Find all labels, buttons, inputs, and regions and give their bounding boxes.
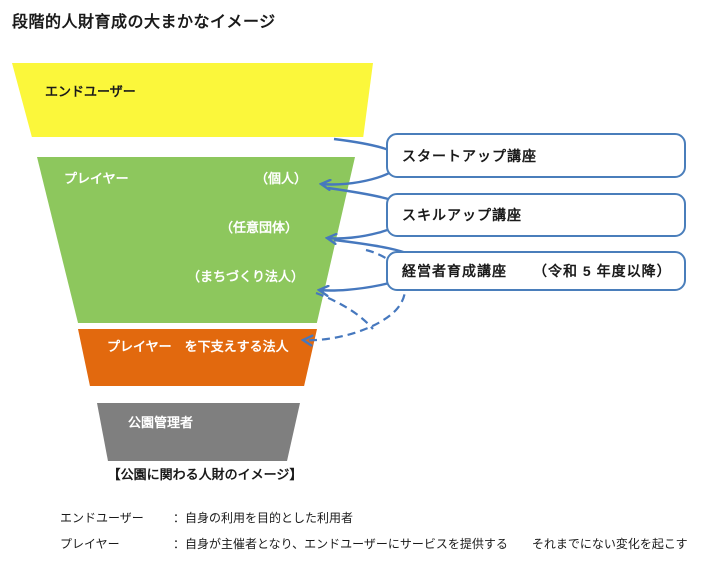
player-label: プレイヤー (64, 171, 129, 186)
funnel-caption: 【公園に関わる人財のイメージ】 (107, 467, 303, 482)
funnel-band-player: プレイヤー （個人） （任意団体） （まちづくり法人） (37, 157, 355, 323)
dashed-branch-curve (315, 291, 374, 330)
legend-row-end-user: エンドユーザー ：自身の利用を目的とした利用者 (60, 509, 688, 526)
page-title: 段階的人財育成の大まかなイメージ (12, 14, 276, 31)
course-box-management-training: 経営者育成講座 （令和 5 年度以降） (386, 251, 686, 291)
legend-definition-end-user: ：自身の利用を目的とした利用者 (173, 511, 354, 525)
legend-term-end-user: エンドユーザー (60, 511, 144, 525)
legend-definition-player: ：自身が主催者となり、エンドユーザーにサービスを提供する それまでにない変化を起… (173, 537, 688, 551)
funnel-band-support-corp: プレイヤー を下支えする法人 (78, 329, 317, 386)
funnel-band-park-manager: 公園管理者 (97, 403, 300, 461)
player-sub-voluntary-group: （任意団体） (220, 220, 299, 235)
support-corp-label: プレイヤー を下支えする法人 (107, 339, 289, 354)
course-management-label: 経営者育成講座 (402, 263, 507, 279)
funnel-band-end-user: エンドユーザー (12, 63, 373, 137)
end-user-label: エンドユーザー (45, 84, 136, 99)
course-box-skillup: スキルアップ講座 (386, 193, 686, 237)
legend: エンドユーザー ：自身の利用を目的とした利用者 プレイヤー ：自身が主催者となり… (60, 509, 688, 561)
course-skillup-label: スキルアップ講座 (402, 207, 522, 223)
course-management-note: （令和 5 年度以降） (533, 263, 672, 279)
course-box-startup: スタートアップ講座 (386, 133, 686, 178)
course-startup-label: スタートアップ講座 (402, 147, 537, 164)
park-manager-label: 公園管理者 (128, 415, 194, 430)
legend-term-player: プレイヤー (60, 537, 120, 551)
player-sub-machizukuri-corp: （まちづくり法人） (187, 269, 305, 284)
legend-row-player: プレイヤー ：自身が主催者となり、エンドユーザーにサービスを提供する それまでに… (60, 535, 688, 552)
player-sub-individual: （個人） (255, 171, 308, 186)
